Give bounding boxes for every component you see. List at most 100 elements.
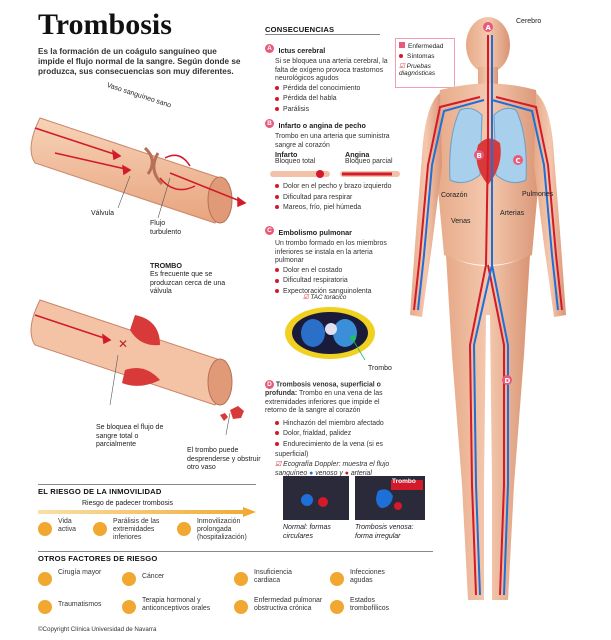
factor-lung [234, 598, 248, 616]
consequence-b-bullets: Dolor en el pecho y brazo izquierdo Difi… [275, 182, 415, 214]
svg-text:✕: ✕ [118, 337, 128, 351]
pill-icon [122, 599, 136, 614]
consequences-head: CONSECUENCIAS [265, 25, 335, 34]
badge-b: B [265, 119, 274, 129]
legend-enfermedad: Enfermedad [399, 42, 454, 50]
consequence-a-title: Ictus cerebral [278, 46, 326, 55]
factor-heart [234, 570, 248, 588]
intro-text: Es la formación de un coágulo sanguíneo … [38, 47, 241, 76]
legend-sintomas: Síntomas [399, 53, 454, 60]
factor-cancer [122, 570, 136, 588]
risk-item-active-label: Vida activa [58, 518, 77, 533]
copyright: ©Copyright Clínica Universidad de Navarr… [38, 626, 157, 633]
consequence-d-title: Trombosis venosa, superficial o profunda… [265, 381, 381, 397]
factor-trauma [38, 598, 52, 616]
consequence-c-bullet: Dolor en el costado [275, 266, 390, 277]
factor-thrombophilic [330, 598, 344, 616]
consequence-b: B Infarto o angina de pecho Trombo en un… [265, 115, 405, 150]
lungs-icon [234, 599, 248, 614]
valve-label: Válvula [91, 210, 114, 217]
tac-label: ☑ TAC torácico [303, 294, 347, 301]
heart-icon [234, 571, 248, 586]
virus-icon [330, 571, 344, 586]
ct-trombo-label: Trombo [368, 365, 392, 372]
legend-box: Enfermedad Síntomas ☑ Pruebas diagnóstic… [395, 38, 455, 88]
thrombus-vessel-illustration: ✕ [30, 299, 244, 435]
factors-rule [38, 551, 433, 552]
consequence-c: C Embolismo pulmonar Un trombo formado e… [265, 222, 390, 298]
consequence-c-bullet: Expectoración sanguinolenta [275, 287, 390, 298]
consequence-d-bullet: Dolor, frialdad, palidez [275, 429, 395, 440]
consequence-b-text: Trombo en una arteria que suministra san… [275, 133, 390, 149]
scalpel-icon [38, 571, 52, 586]
factor-trauma-label: Traumatismos [58, 601, 102, 608]
risk-item-active [38, 520, 52, 538]
immobility-rule [38, 484, 256, 485]
walking-icon [38, 521, 52, 536]
svg-text:C: C [516, 157, 521, 165]
ct-scan-image [285, 307, 375, 361]
doppler-label: ☑ Ecografía Doppler: muestra el flujo sa… [275, 461, 390, 477]
angina-title: Angina [345, 150, 370, 159]
badge-a: A [265, 44, 274, 54]
turbulent-flow-label: Flujo turbulento [150, 220, 182, 236]
thrombus-head: TROMBO [150, 261, 182, 270]
consequence-a-bullet: Pérdida del habla [275, 94, 390, 105]
doppler-trombo-tag: Trombo [392, 478, 416, 485]
healthy-vessel-illustration [30, 117, 247, 224]
consequence-c-text: Un trombo formado en los miembros inferi… [275, 240, 387, 265]
consequence-a-bullet: Pérdida del conocimiento [275, 84, 390, 95]
risk-scale-arrow [38, 507, 256, 517]
doppler-normal-label: Normal: formas circulares [283, 524, 331, 540]
factor-cancer-label: Cáncer [142, 573, 165, 580]
consequence-b-title: Infarto o angina de pecho [278, 121, 366, 130]
consequences-rule [265, 34, 380, 35]
label-corazon: Corazón [441, 192, 468, 199]
angina-sub: Bloqueo parcial [345, 158, 393, 165]
factor-thrombophilic-label: Estados trombofílicos [350, 597, 390, 612]
human-body-illustration: A B C D [410, 17, 566, 600]
svg-text:D: D [505, 377, 511, 385]
wheelchair-icon [93, 521, 107, 536]
factor-surgery-label: Cirugía mayor [58, 569, 102, 576]
factor-hormonal [122, 598, 136, 616]
consequence-a-bullet: Parálisis [275, 105, 390, 116]
factor-hormonal-label: Terapia hormonal y anticonceptivos orale… [142, 597, 211, 612]
svg-text:A: A [486, 24, 492, 32]
risk-item-hospital [177, 520, 191, 538]
legend-pruebas: ☑ Pruebas diagnósticas [399, 63, 436, 77]
consequence-c-bullet: Dificultad respiratoria [275, 276, 390, 287]
artery-block-illustration [270, 170, 400, 178]
consequence-a: A Ictus cerebral Si se bloquea una arter… [265, 40, 390, 116]
risk-scale-label: Riesgo de padecer trombosis [82, 500, 174, 507]
risk-item-paralysis-label: Parálisis de las extremidades inferiores [113, 518, 160, 541]
consequence-c-title: Embolismo pulmonar [278, 228, 352, 237]
factor-heart-label: Insuficiencia cardiaca [254, 569, 292, 584]
risk-item-paralysis [93, 520, 107, 538]
consequence-b-bullet: Dificultad para respirar [275, 193, 415, 204]
thrombus-detach-label: El trombo puede desprenderse y obstruir … [187, 447, 261, 471]
consequence-d-bullet: Endurecimiento de la vena (si es superfi… [275, 440, 383, 459]
factor-infection [330, 570, 344, 588]
badge-d: D [265, 380, 274, 389]
cell-icon [122, 571, 136, 586]
blocked-flow-label: Se bloquea el flujo de sangre total o pa… [96, 424, 164, 448]
factor-infection-label: Infecciones agudas [350, 569, 385, 584]
consequence-b-bullet: Dolor en el pecho y brazo izquierdo [275, 182, 415, 193]
label-arterias: Arterias [500, 210, 525, 217]
factor-surgery [38, 570, 52, 588]
consequence-b-bullet: Mareos, frío, piel húmeda [275, 203, 415, 214]
risk-item-hospital-label: Inmovilización prolongada (hospitalizaci… [197, 518, 247, 541]
doppler-images [283, 476, 425, 520]
infarto-title: Infarto [275, 150, 298, 159]
svg-text:B: B [477, 152, 482, 160]
label-pulmones: Pulmones [522, 191, 554, 198]
label-venas: Venas [451, 218, 471, 225]
consequence-d: D Trombosis venosa, superficial o profun… [265, 380, 395, 478]
consequence-a-text: Si se bloquea una arteria cerebral, la f… [275, 58, 388, 83]
factor-lung-label: Enfermedad pulmonar obstructiva crónica [254, 597, 323, 612]
label-cerebro: Cerebro [516, 18, 542, 25]
bed-icon [177, 521, 191, 536]
consequence-d-text: D Trombosis venosa, superficial o profun… [265, 380, 383, 415]
thrombus-text: Es frecuente que se produzcan cerca de u… [150, 271, 226, 295]
